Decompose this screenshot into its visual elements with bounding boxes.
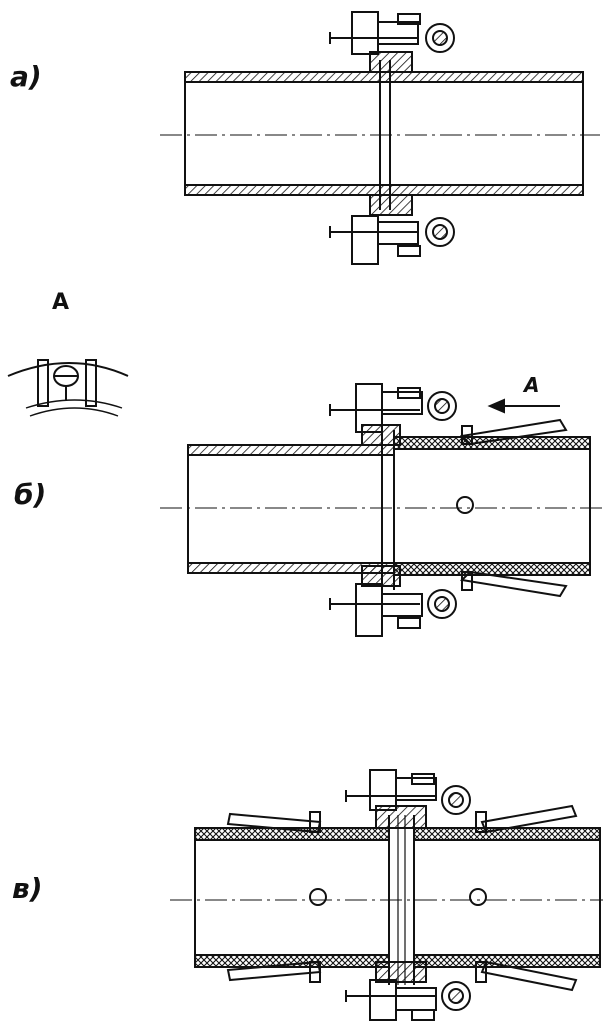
view-a-label: A xyxy=(52,290,70,315)
figure-b-label: б) xyxy=(14,478,47,511)
figure-v-label: в) xyxy=(12,872,43,905)
arrow-a-label: A xyxy=(524,373,540,397)
figure-a-pipe-joint xyxy=(160,11,600,265)
figure-a-label: a) xyxy=(10,60,42,93)
figure-v-pipe-joint xyxy=(170,769,603,1021)
figure-b-pipe-joint xyxy=(160,383,603,637)
view-a-detail xyxy=(7,359,129,417)
